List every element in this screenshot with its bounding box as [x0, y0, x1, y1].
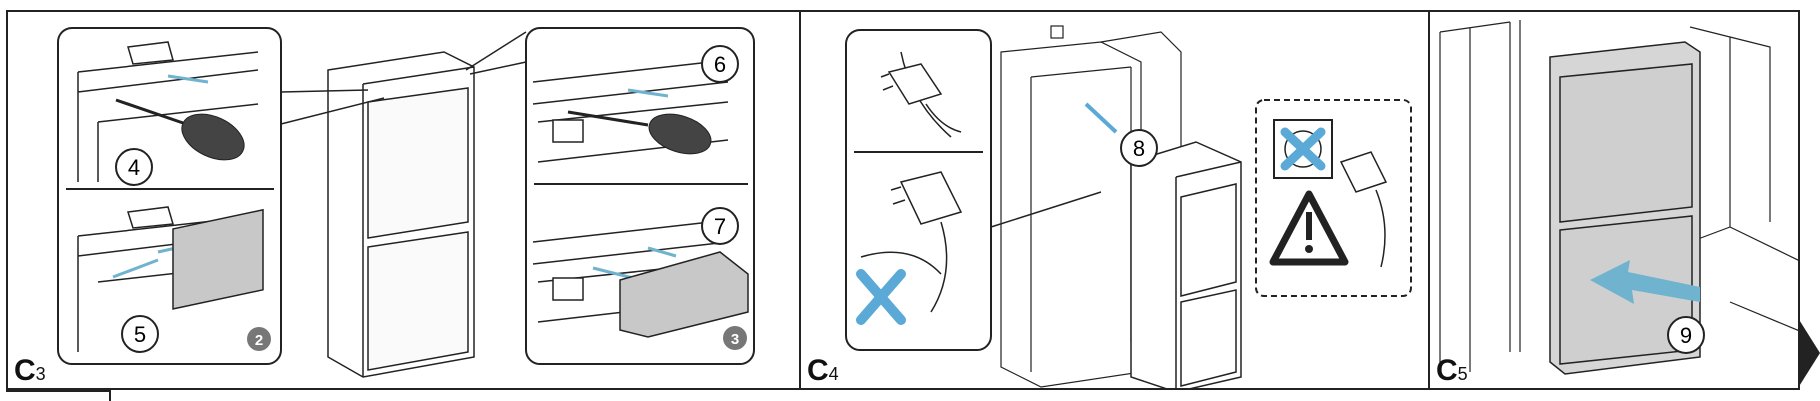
panel-c3-illustration: 4 5 2 [57, 27, 755, 378]
cover-part [172, 208, 264, 310]
section-label-c5: C5 [1436, 356, 1468, 386]
arrow-screw-6 [627, 88, 669, 98]
section-number: 3 [35, 364, 46, 384]
plug-callout-line [990, 191, 1102, 228]
callout-line-right [465, 31, 527, 71]
socket-ring [1284, 130, 1322, 168]
panel-c5: 9 C5 [1428, 10, 1800, 390]
arrow-plug-8 [1084, 102, 1118, 134]
section-letter: C [1436, 354, 1458, 387]
plug-icon-warning [1339, 151, 1388, 268]
warning-dot [1305, 245, 1313, 253]
step-number-8: 8 [1133, 136, 1145, 161]
bracket-detail-bottom-left [77, 206, 259, 352]
section-letter: C [14, 354, 36, 387]
section-number: 4 [828, 364, 839, 384]
panel-c4: 8 C4 [799, 10, 1430, 390]
section-letter: C [807, 354, 829, 387]
kitchen-cabinet-wall [1439, 20, 1798, 372]
next-page-arrow-icon [1798, 318, 1820, 388]
step-number-7: 7 [714, 214, 726, 239]
panel-c4-illustration: 8 [845, 25, 1412, 388]
step-circle-8 [1120, 129, 1158, 167]
cross-icon-socket [1280, 127, 1326, 171]
badge-2-number: 2 [255, 332, 263, 349]
callout-line-right-2 [469, 61, 527, 75]
screwdriver-icon [115, 98, 245, 161]
cross-icon-plug [856, 269, 906, 325]
panel-c3: 4 5 2 [6, 10, 801, 390]
section-number: 5 [1457, 364, 1468, 384]
warning-exclamation [1306, 212, 1312, 240]
fridge-appliance-c4 [1130, 141, 1242, 388]
step-number-5: 5 [134, 322, 146, 347]
plug-icon-bottom [860, 171, 963, 313]
step-circle-4 [115, 148, 153, 186]
section-label-c3: C3 [14, 356, 46, 386]
badge-3 [723, 326, 747, 350]
footer-tab [6, 390, 111, 401]
step-circle-6 [701, 45, 739, 83]
callout-box-left [57, 27, 282, 365]
callout-line-left-2 [280, 89, 369, 93]
step-number-6: 6 [714, 52, 726, 77]
panel-c5-illustration: 9 [1439, 20, 1798, 375]
step-circle-7 [701, 207, 739, 245]
screwdriver-icon-right [567, 110, 712, 155]
bracket-detail-bottom-right [532, 219, 729, 323]
arrow-cover-7 [592, 246, 677, 280]
step-circle-5 [121, 315, 159, 353]
step-circle-9 [1667, 316, 1705, 354]
arrow-screw-4 [167, 74, 209, 84]
push-arrow-9 [1590, 260, 1700, 304]
callout-line-left [280, 97, 385, 125]
plug-icon-top [880, 51, 962, 138]
fridge-appliance [327, 51, 475, 378]
bracket-detail-top-left [77, 41, 259, 182]
step-number-4: 4 [128, 155, 140, 180]
step-number-9: 9 [1680, 323, 1692, 348]
cover-part-right [619, 251, 749, 338]
badge-2 [247, 327, 271, 351]
section-label-c4: C4 [807, 356, 839, 386]
badge-3-number: 3 [731, 331, 739, 348]
bracket-detail-top-right [532, 59, 729, 163]
